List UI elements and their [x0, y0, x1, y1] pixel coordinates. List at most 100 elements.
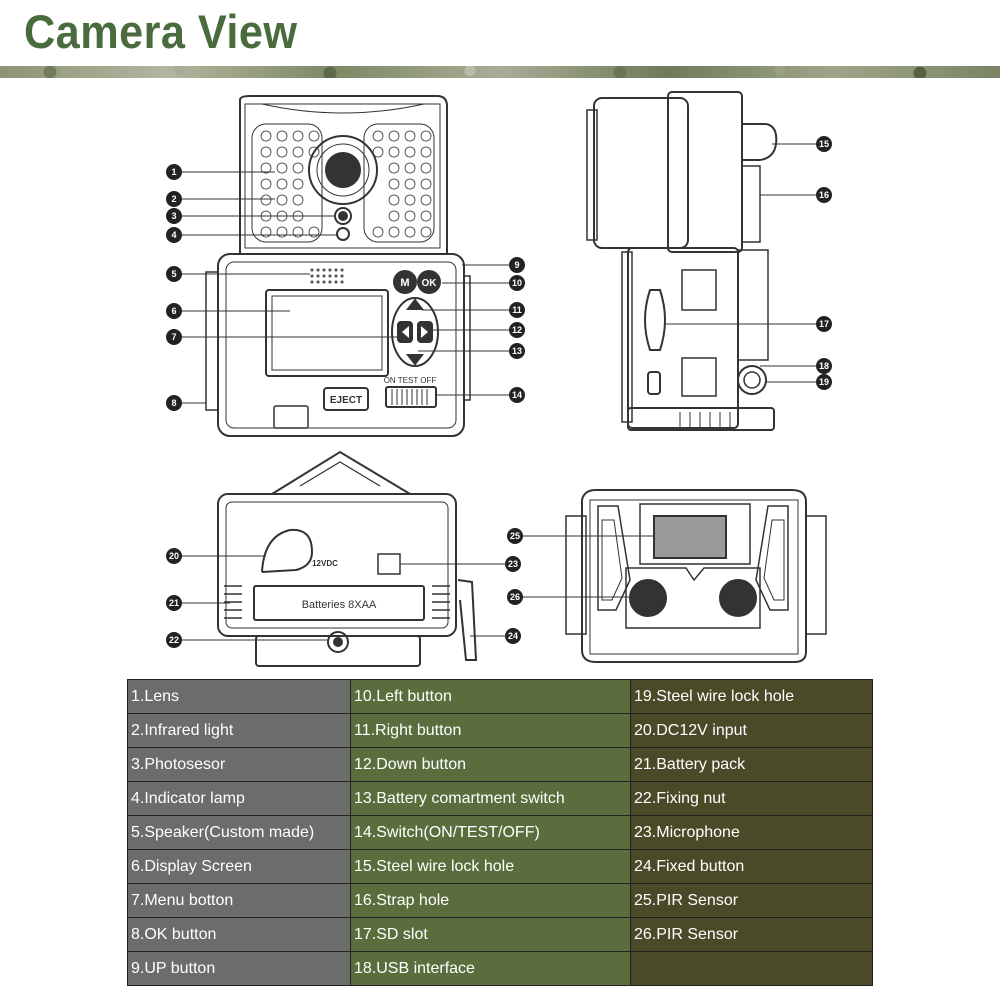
ir-led [292, 130, 304, 142]
callout-21: 21 [166, 595, 182, 611]
callout-number: 14 [512, 390, 522, 400]
callout-23: 23 [505, 556, 521, 572]
eject-button [323, 387, 369, 411]
pir-sensor-left [629, 579, 667, 617]
ir-led [260, 194, 272, 206]
ir-led [308, 146, 320, 158]
menu-button-label: M [400, 277, 409, 289]
callout-25: 25 [507, 528, 523, 544]
callout-number: 17 [819, 319, 829, 329]
callout-15: 15 [816, 136, 832, 152]
callout-number: 15 [819, 139, 829, 149]
ir-led [292, 194, 304, 206]
eject-button-label: EJECT [330, 395, 362, 406]
legend-cell: 15.Steel wire lock hole [350, 849, 631, 884]
ir-led [260, 146, 272, 158]
callout-number: 6 [171, 306, 176, 316]
battery-pack [253, 585, 425, 621]
usb-port [647, 371, 661, 395]
dc-input-cover [261, 528, 314, 573]
legend-cell: 10.Left button [350, 679, 631, 714]
side-view [586, 91, 778, 431]
legend-cell: 14.Switch(ON/TEST/OFF) [350, 815, 631, 850]
callout-18: 18 [816, 358, 832, 374]
ir-led [260, 226, 272, 238]
ir-led [388, 130, 400, 142]
table-row: 5.Speaker(Custom made)14.Switch(ON/TEST/… [127, 815, 873, 850]
callout-12: 12 [509, 322, 525, 338]
legend-cell: 16.Strap hole [350, 883, 631, 918]
legend-cell: 17.SD slot [350, 917, 631, 952]
ir-led [276, 130, 288, 142]
indicator-lamp-icon [336, 227, 350, 241]
callout-number: 22 [169, 635, 179, 645]
ir-led [404, 130, 416, 142]
legend-cell: 21.Battery pack [630, 747, 873, 782]
ok-button [417, 270, 441, 294]
legend-cell: 6.Display Screen [127, 849, 351, 884]
lens-icon [308, 135, 378, 205]
legend-cell: 8.OK button [127, 917, 351, 952]
legend-cell: 24.Fixed button [630, 849, 873, 884]
steel-wire-lock-hole-bottom [737, 365, 767, 395]
microphone [377, 553, 401, 575]
camo-strip [0, 66, 1000, 78]
page-title: Camera View [24, 5, 298, 58]
callout-4: 4 [166, 227, 182, 243]
ir-led [276, 178, 288, 190]
legend-cell: 12.Down button [350, 747, 631, 782]
callout-number: 26 [510, 592, 520, 602]
callout-2: 2 [166, 191, 182, 207]
callout-11: 11 [509, 302, 525, 318]
callout-19: 19 [816, 374, 832, 390]
ir-led [404, 178, 416, 190]
ir-led [404, 194, 416, 206]
ir-led [388, 194, 400, 206]
legend-cell [630, 951, 873, 986]
legend-cell: 23.Microphone [630, 815, 873, 850]
display-screen [265, 289, 389, 377]
callout-number: 13 [512, 346, 522, 356]
ir-led [388, 210, 400, 222]
callout-16: 16 [816, 187, 832, 203]
ok-button-label: OK [422, 278, 438, 289]
fixed-button [457, 579, 478, 661]
ir-led-right-array [363, 123, 435, 243]
ir-led [388, 178, 400, 190]
callout-number: 25 [510, 531, 520, 541]
ir-led [276, 146, 288, 158]
legend-cell: 3.Photosesor [127, 747, 351, 782]
callout-10: 10 [509, 275, 525, 291]
menu-button [393, 270, 417, 294]
callout-number: 9 [514, 260, 519, 270]
callout-number: 7 [171, 332, 176, 342]
legend-cell: 7.Menu botton [127, 883, 351, 918]
ir-led [420, 162, 432, 174]
ir-led [420, 194, 432, 206]
ir-led [276, 162, 288, 174]
legend-cell: 25.PIR Sensor [630, 883, 873, 918]
callout-3: 3 [166, 208, 182, 224]
ir-led [292, 146, 304, 158]
callout-number: 20 [169, 551, 179, 561]
legend-cell: 26.PIR Sensor [630, 917, 873, 952]
legend-cell: 18.USB interface [350, 951, 631, 986]
sd-slot [644, 289, 666, 351]
callout-number: 2 [171, 194, 176, 204]
ir-led [388, 146, 400, 158]
legend-cell: 11.Right button [350, 713, 631, 748]
ir-led [420, 130, 432, 142]
strap-hole [741, 165, 761, 243]
callout-24: 24 [505, 628, 521, 644]
callout-number: 23 [508, 559, 518, 569]
ir-led [372, 226, 384, 238]
battery-grip-left [224, 585, 242, 619]
callout-number: 1 [171, 167, 176, 177]
legend-cell: 9.UP button [127, 951, 351, 986]
callout-14: 14 [509, 387, 525, 403]
ir-led [372, 130, 384, 142]
ir-led [260, 162, 272, 174]
